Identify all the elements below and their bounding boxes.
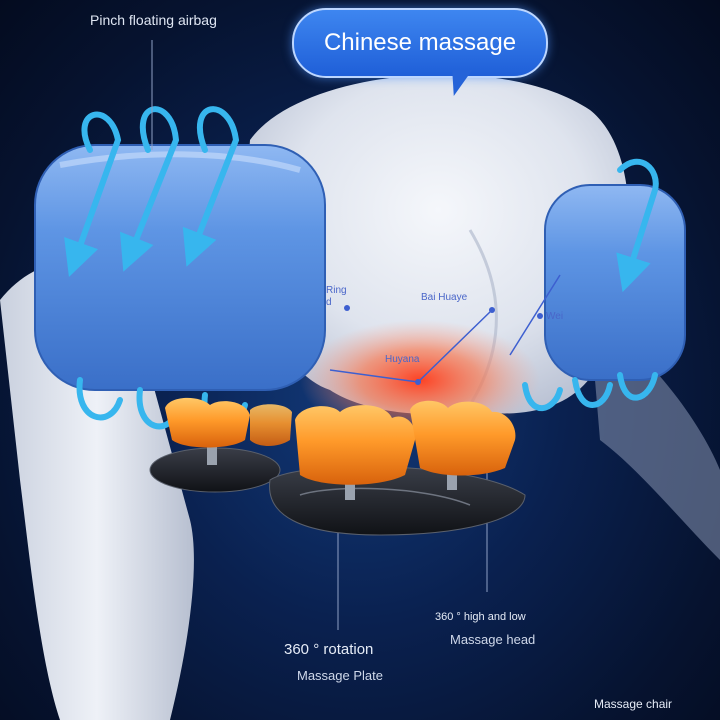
speech-bubble: Chinese massage <box>292 8 548 78</box>
acupoint-dot <box>344 305 350 311</box>
acupoint-label-wei: Wei <box>546 311 564 322</box>
left-airbag <box>34 144 326 391</box>
acupoint-label-huan: Huyana <box>385 354 420 365</box>
plate-label: Massage Plate <box>297 668 383 683</box>
acupoint-ring-text: Ring <box>326 285 347 296</box>
swirl-arrow-icon <box>572 377 613 408</box>
body-figure <box>248 74 629 414</box>
speech-bubble-text: Chinese massage <box>323 29 517 56</box>
swirl-arrow-icon <box>617 372 658 401</box>
swirl-arrow-icon <box>182 106 240 267</box>
massage-head <box>165 397 250 448</box>
acupoint-dot <box>537 313 543 319</box>
swirl-arrow-icon <box>76 377 123 421</box>
rotation-label: 360 ° rotation <box>284 641 374 658</box>
acupoint-dot <box>489 307 495 313</box>
high-low-label: 360 ° high and low <box>435 611 526 623</box>
swirl-arrow-icon <box>522 382 563 412</box>
massage-head <box>250 404 292 446</box>
right-airbag <box>544 184 686 381</box>
massage-head-label: Massage head <box>450 632 536 647</box>
acupoint-label-bai: Bai Huaye <box>421 292 468 303</box>
acupoint-ring-text2: d <box>326 297 332 308</box>
acupoint-dot <box>415 379 421 385</box>
massage-head <box>295 405 416 485</box>
massage-chair-label: Massage chair <box>594 697 673 711</box>
swirl-arrow-icon <box>64 111 122 277</box>
swirl-arrow-icon <box>616 158 659 293</box>
massage-head <box>410 400 516 476</box>
swirl-arrow-icon <box>119 106 180 272</box>
airbag-label: Pinch floating airbag <box>90 12 217 28</box>
left-airbag-highlight <box>59 151 301 173</box>
